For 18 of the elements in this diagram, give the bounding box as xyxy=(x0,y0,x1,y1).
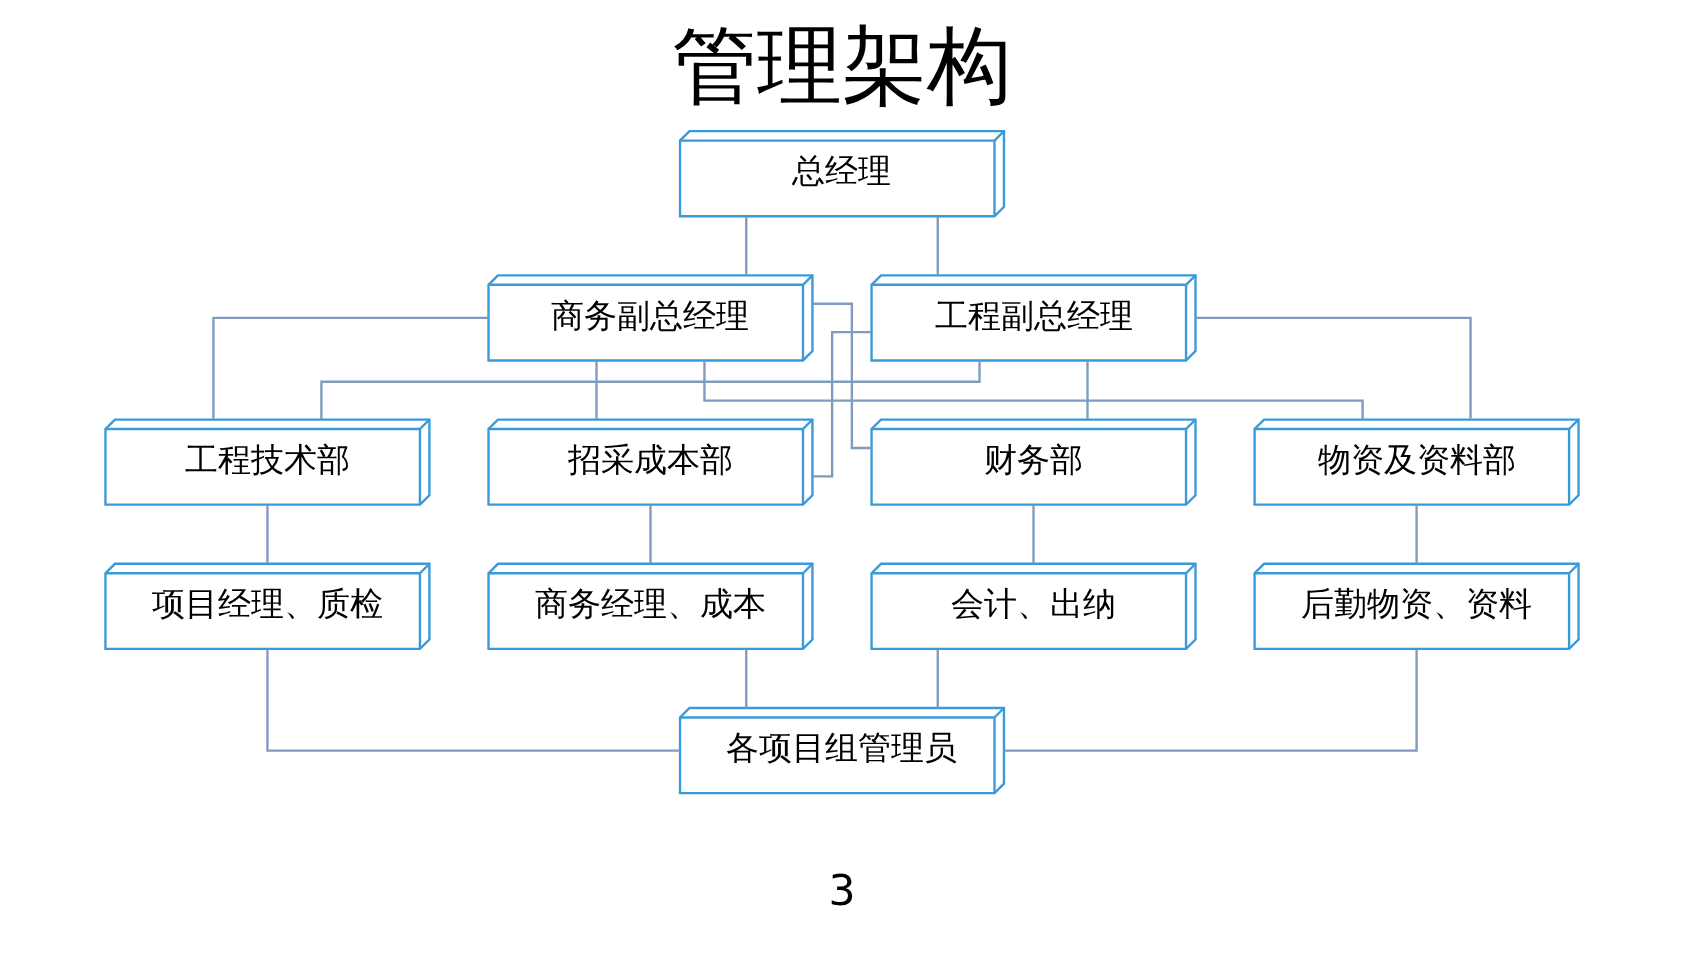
connector xyxy=(1415,505,1418,564)
connector xyxy=(745,649,748,708)
connector xyxy=(703,361,1364,420)
connector xyxy=(649,505,652,564)
connector xyxy=(266,505,269,564)
connector xyxy=(1032,505,1035,564)
connector xyxy=(1195,316,1472,419)
connector xyxy=(595,361,598,419)
connector xyxy=(936,649,939,708)
connector xyxy=(1086,361,1089,419)
connector xyxy=(266,649,680,752)
diagram-title: 管理架构 xyxy=(672,16,1012,116)
connector xyxy=(1004,649,1418,752)
connector xyxy=(212,316,489,419)
connector xyxy=(812,330,871,478)
connector xyxy=(745,216,748,275)
connector xyxy=(936,216,939,275)
label: 3 xyxy=(828,865,856,916)
